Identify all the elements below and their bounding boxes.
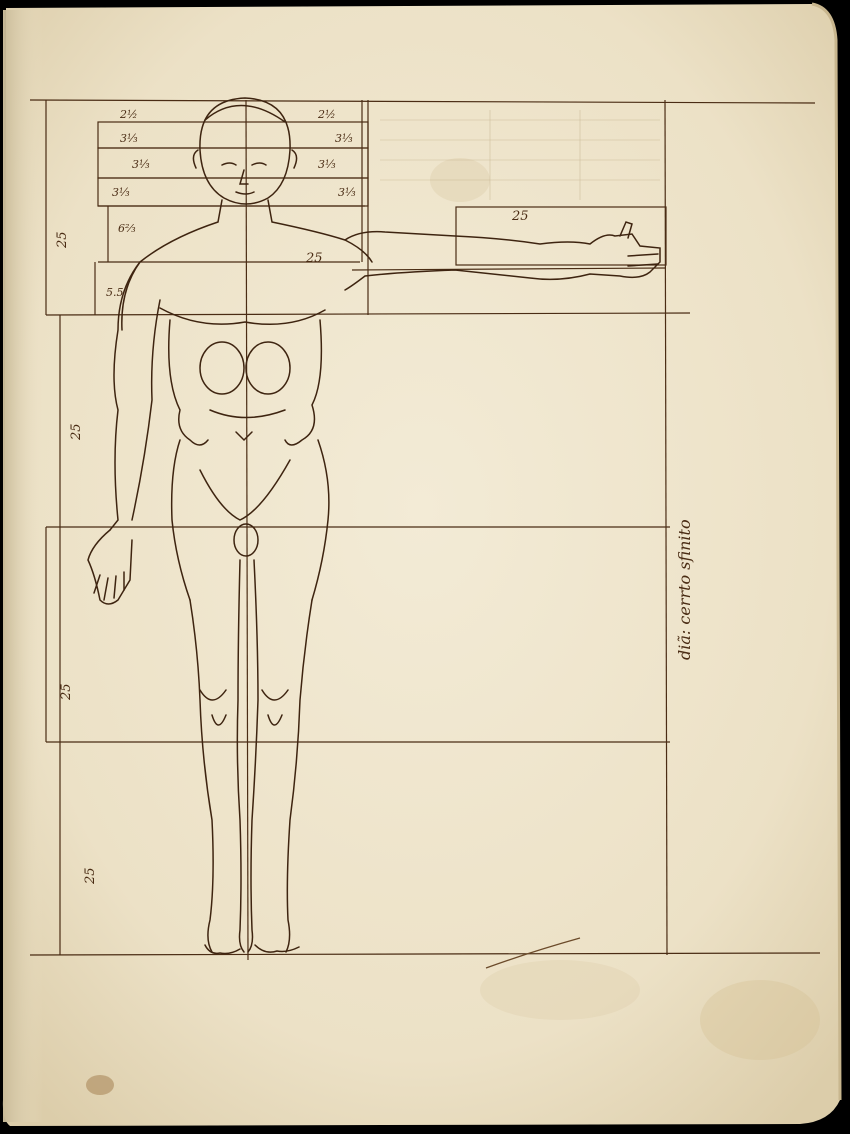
label-face-left-2: 3⅓ <box>132 158 150 171</box>
label-shin: 25 <box>83 867 98 885</box>
label-face-left-1: 3⅓ <box>120 132 138 145</box>
label-torso-lower: 25 <box>69 423 84 441</box>
label-head-top-right: 2½ <box>317 108 336 121</box>
label-shoulder-right: 25 <box>305 251 323 266</box>
label-face-right-3: 3⅓ <box>338 186 356 199</box>
label-head-top-left: 2½ <box>119 108 138 121</box>
label-face-right-1: 3⅓ <box>335 132 353 145</box>
paper <box>3 4 840 1126</box>
label-thigh: 25 <box>59 683 74 701</box>
label-neck: 6⅔ <box>118 222 136 235</box>
label-face-right-2: 3⅓ <box>318 158 336 171</box>
side-note: diã: cerrto sfinito <box>675 519 694 660</box>
label-torso-upper-left: 25 <box>55 231 70 249</box>
label-shoulder-small: 5.5 <box>106 286 124 299</box>
label-arm: 25 <box>511 209 529 224</box>
label-face-left-3: 3⅓ <box>112 186 130 199</box>
